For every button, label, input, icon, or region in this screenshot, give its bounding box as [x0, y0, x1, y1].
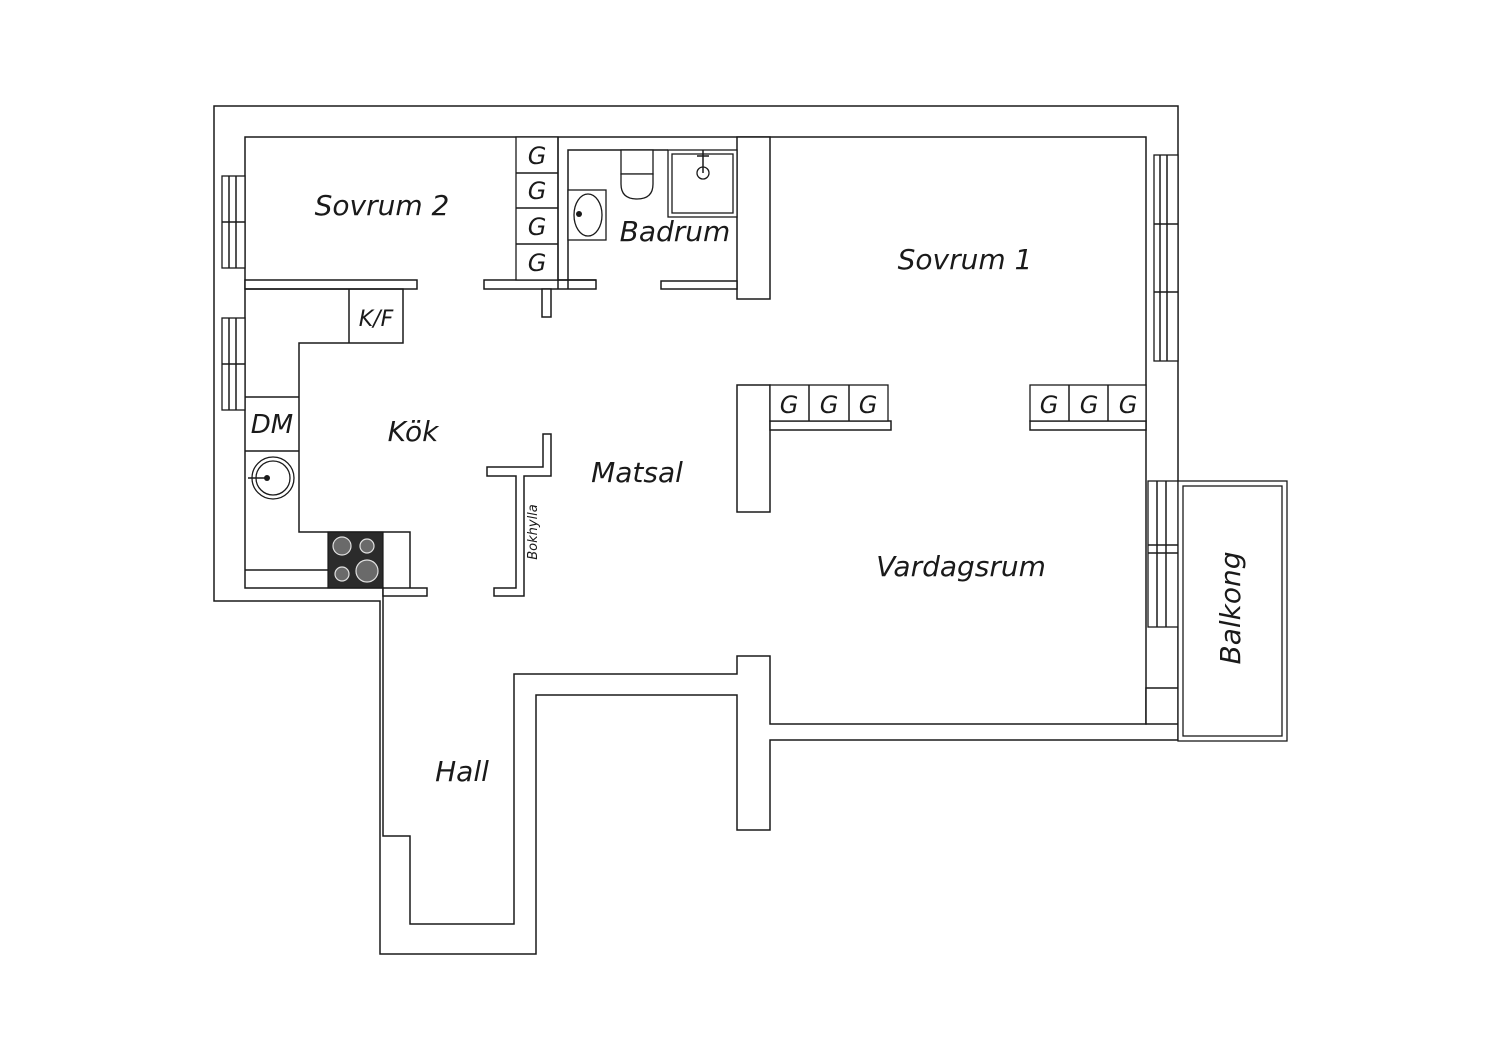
room-label-balkong: Balkong	[1214, 551, 1247, 664]
wardrobe-column-sovrum2	[515, 136, 559, 281]
interior-wall-sovrum2	[244, 279, 418, 290]
wardrobe-label: G	[780, 391, 799, 419]
window-kok	[221, 317, 246, 411]
bookshelf-label: Bokhylla	[526, 504, 541, 560]
room-label-kok: Kök	[388, 415, 440, 448]
interior-wall-kok-post	[541, 288, 552, 318]
shower-icon	[667, 149, 738, 218]
room-label-sovrum1: Sovrum 1	[898, 243, 1033, 276]
room-label-hall: Hall	[435, 755, 489, 788]
toilet-icon	[620, 149, 654, 200]
wardrobe-row-right	[1029, 384, 1147, 422]
interior-wall-sovrum1-shelf-left	[769, 420, 892, 431]
kitchen-counter	[245, 288, 411, 588]
stove-icon	[327, 531, 384, 589]
interior-wall-kok-stub	[483, 279, 597, 290]
balcony	[1177, 480, 1288, 742]
room-label-sovrum2: Sovrum 2	[315, 189, 450, 222]
interior-wall-sovrum1-left	[736, 384, 771, 513]
wardrobe-label: G	[859, 391, 878, 419]
window-sovrum2	[221, 175, 246, 269]
window-sovrum1	[1153, 154, 1179, 362]
bookshelf-icon	[486, 433, 552, 597]
dishwasher-label: DM	[251, 410, 293, 440]
wardrobe-label: G	[528, 177, 547, 205]
wardrobe-row-left	[769, 384, 889, 422]
room-label-badrum: Badrum	[620, 215, 731, 248]
interior-wall-kok-bottom	[382, 587, 428, 597]
interior-wall-sovrum1-shelf-right	[1029, 420, 1147, 431]
fridge-freezer-label: K/F	[359, 307, 394, 332]
wardrobe-label: G	[1080, 391, 1099, 419]
wall-stub-vardagsrum	[1145, 687, 1179, 725]
wardrobe-label: G	[528, 249, 547, 277]
window-vardagsrum	[1147, 480, 1179, 628]
kitchen-sink-icon	[248, 456, 295, 500]
wardrobe-label: G	[820, 391, 839, 419]
wardrobe-label: G	[1119, 391, 1138, 419]
wardrobe-label: G	[528, 142, 547, 170]
room-label-matsal: Matsal	[591, 456, 683, 489]
bathroom-sink-icon	[567, 189, 607, 241]
interior-wall-badrum-bottom	[660, 280, 738, 290]
wardrobe-label: G	[528, 213, 547, 241]
interior-wall-badrum-right	[736, 136, 771, 300]
room-label-vardagsrum: Vardagsrum	[876, 550, 1046, 583]
wardrobe-label: G	[1040, 391, 1059, 419]
